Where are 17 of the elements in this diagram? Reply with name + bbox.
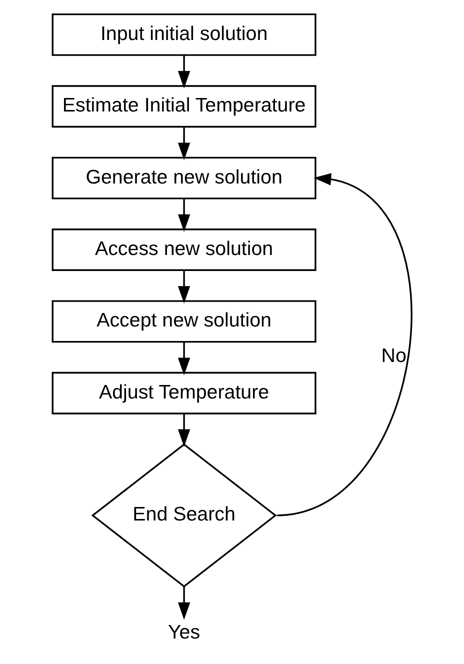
node-box: Generate new solution (51, 156, 316, 200)
node-box: Accept new solution (51, 300, 316, 343)
arrow (177, 55, 190, 88)
edge-label: No (380, 345, 406, 368)
arrow (177, 586, 190, 620)
arrow (177, 342, 190, 376)
node-box: Estimate Initial Temperature (51, 85, 316, 128)
arrow (177, 198, 190, 232)
arrow (177, 270, 190, 304)
node-box: Adjust Temperature (51, 372, 316, 414)
node-text: Yes (168, 622, 200, 644)
arrow (276, 173, 412, 516)
arrow (177, 414, 190, 447)
node-diamond: End Search (90, 443, 276, 588)
arrow (177, 127, 190, 160)
node-box: Input initial solution (51, 13, 316, 56)
node-box: Access new solution (51, 228, 316, 271)
